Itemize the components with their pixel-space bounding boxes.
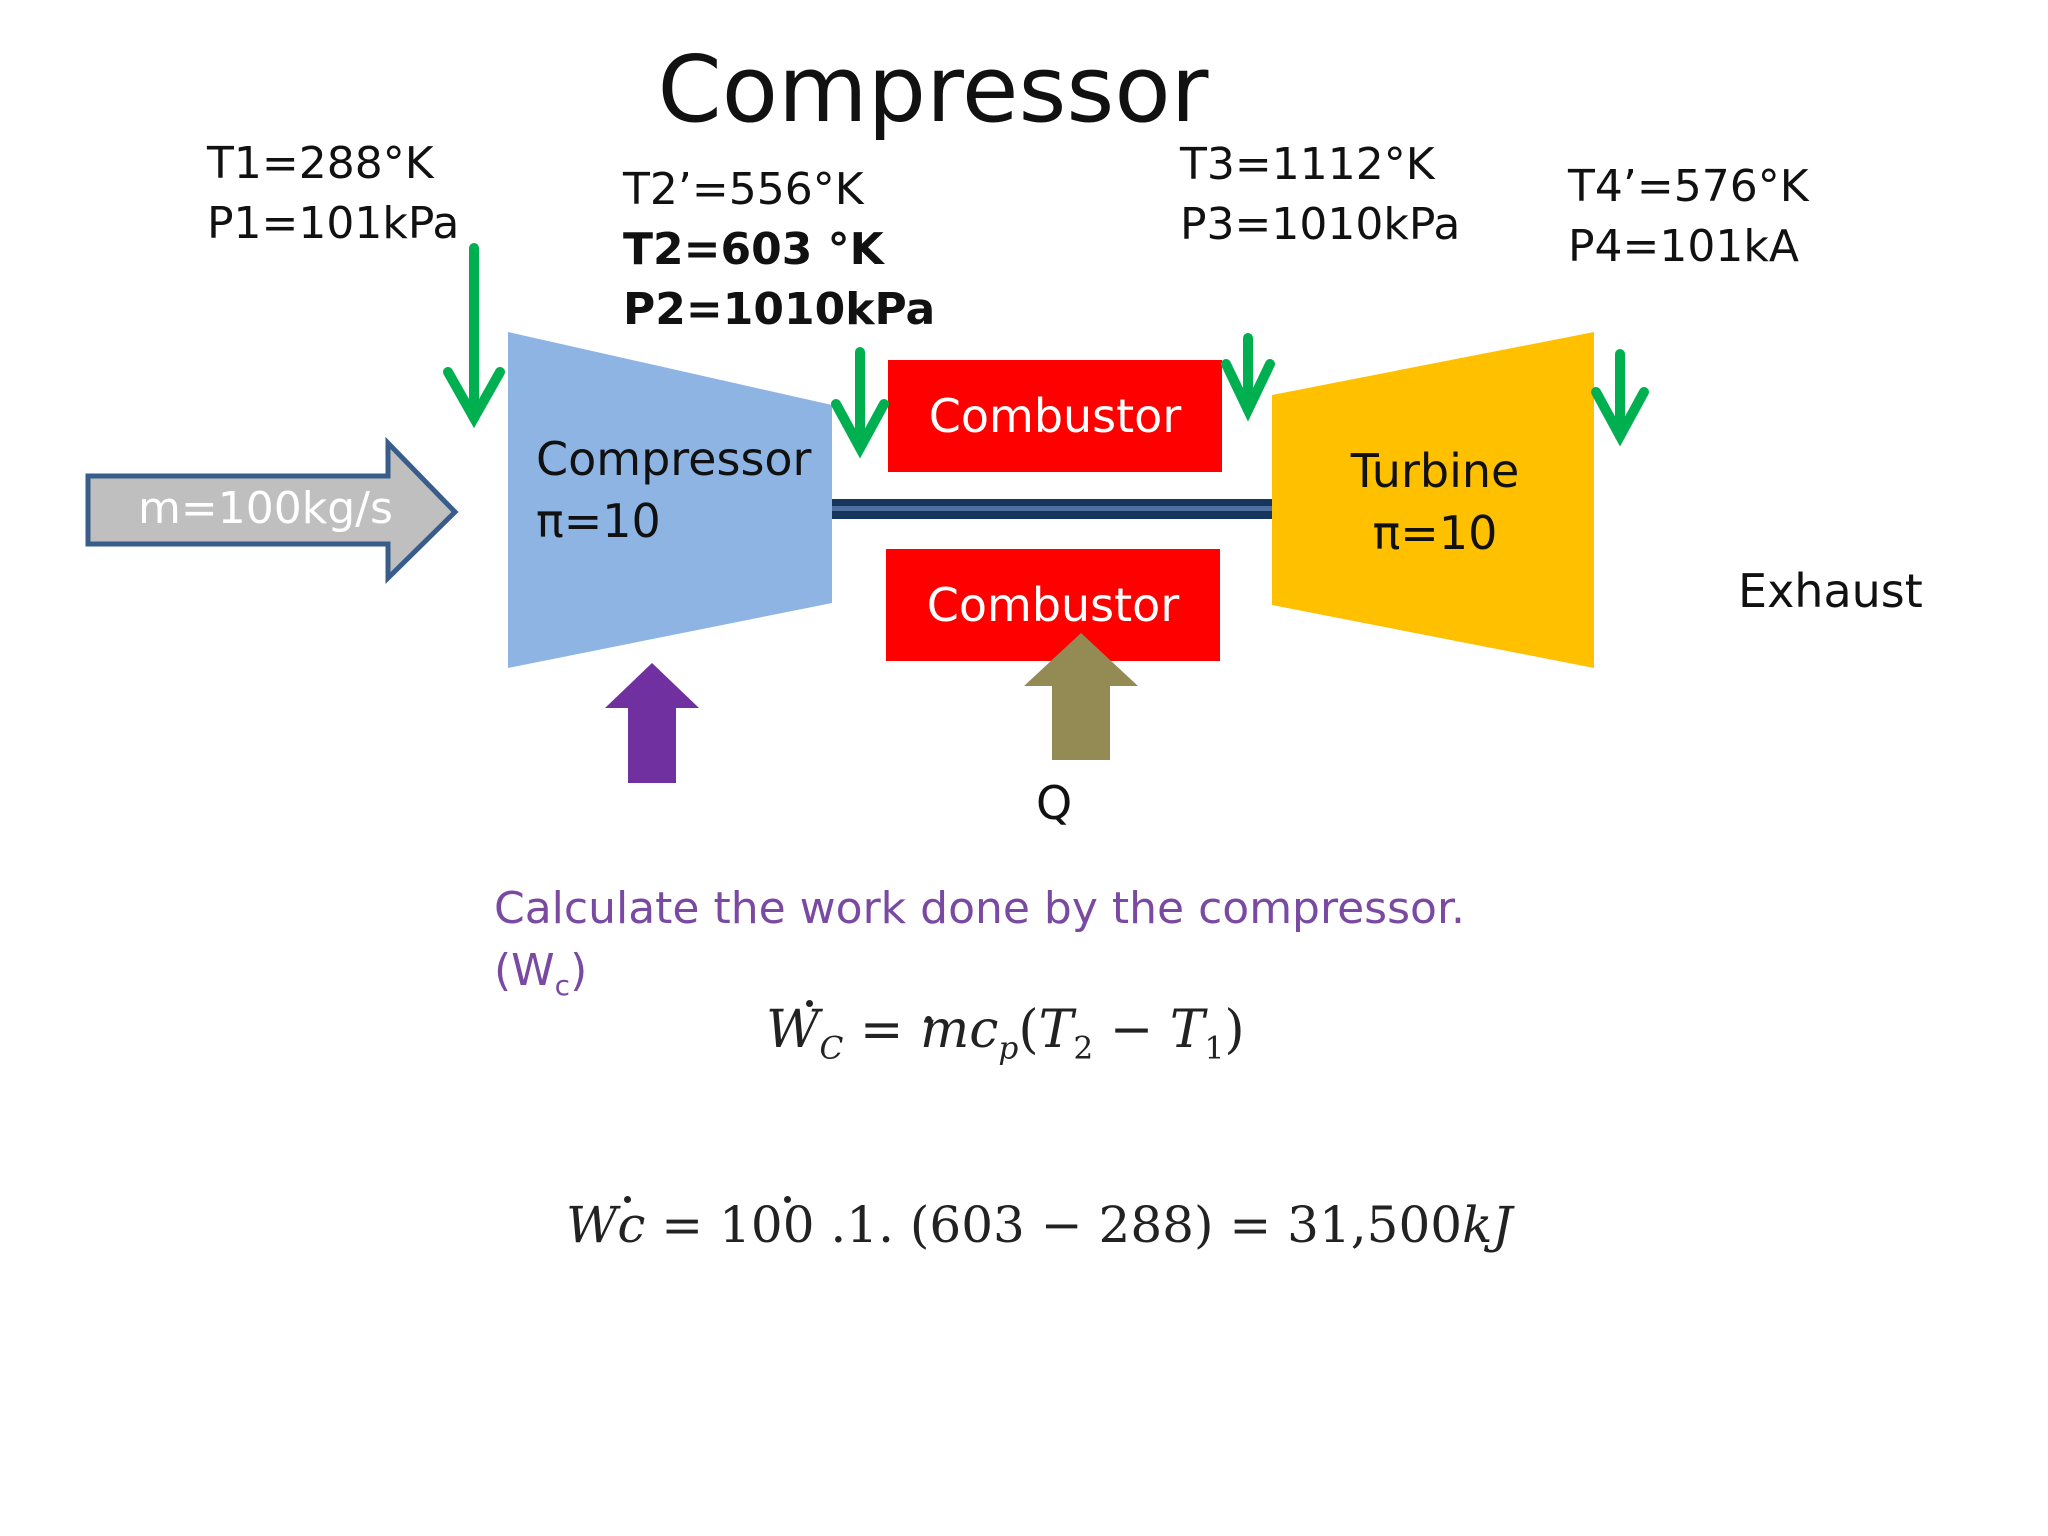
formula-lhs-sub: C (819, 1030, 844, 1067)
state-2-ideal-temperature: T2’=556°K (623, 164, 864, 215)
compressor-pressure-ratio: π=10 (536, 494, 661, 548)
inlet-flow-label: m=100kg/s (138, 483, 393, 534)
question-symbol-sub: c (554, 968, 571, 1002)
turbine-name: Turbine (1350, 444, 1520, 498)
compressor-name: Compressor (536, 432, 812, 486)
result-rhs: = 100 .1. (603 − 288) = 31,500 (645, 1196, 1463, 1254)
turbine-pressure-ratio: π=10 (1372, 506, 1498, 560)
formula-t2-sub: 2 (1073, 1030, 1094, 1067)
state-1-label: T1=288°K P1=101kPa (207, 134, 459, 254)
shaft-highlight (832, 506, 1272, 511)
heat-input-arrow (1024, 633, 1138, 760)
combustor-bottom-shape (886, 549, 1220, 661)
formula-w-dot (806, 1000, 813, 1007)
result-w-dot (624, 1196, 631, 1203)
result-unit: kJ (1462, 1196, 1513, 1254)
formula-m-dot (925, 1016, 932, 1023)
exhaust-label: Exhaust (1738, 564, 1923, 618)
formula-minus: − (1093, 1000, 1170, 1060)
state-1-pressure: P1=101kPa (207, 198, 460, 249)
compressor-shape (508, 332, 832, 668)
state-1-temperature: T1=288°K (207, 138, 434, 189)
compressor-label: Compressor π=10 (536, 428, 811, 552)
result-lhs: Wc (566, 1196, 646, 1254)
state-arrow-3 (1221, 333, 1275, 422)
state-4-ideal-temperature: T4’=576°K (1568, 161, 1809, 212)
state-3-pressure: P3=1010kPa (1180, 199, 1461, 250)
state-arrow-2 (831, 347, 889, 459)
formula-mass-flow: m (919, 1000, 970, 1060)
state-4-pressure: P4=101kA (1568, 221, 1799, 272)
formula-c: c (969, 1000, 999, 1060)
state-2-label: T2’=556°K T2=603 °K P2=1010kPa (623, 160, 935, 340)
question-symbol-open: (W (494, 945, 555, 996)
formula-c-sub: p (998, 1030, 1019, 1067)
state-2-pressure: P2=1010kPa (623, 284, 936, 335)
formula-t1: T (1169, 1000, 1205, 1060)
work-formula: WC = mcp(T2 − T1) (766, 1000, 1245, 1066)
formula-t1-sub: 1 (1204, 1030, 1225, 1067)
formula-equals: = (843, 1000, 920, 1060)
work-input-arrow (605, 663, 699, 783)
combustor-top-label: Combustor (928, 389, 1182, 443)
formula-open-paren: ( (1018, 1000, 1039, 1060)
question-symbol: (Wc) (494, 940, 1465, 1017)
work-result: Wc = 100 .1. (603 − 288) = 31,500kJ (566, 1196, 1512, 1254)
formula-lhs: W (766, 1000, 820, 1060)
question-symbol-close: ) (570, 945, 588, 996)
combustor-bottom-label: Combustor (926, 578, 1180, 632)
question-text: Calculate the work done by the compresso… (494, 878, 1465, 1017)
turbine-shape (1272, 332, 1594, 668)
state-2-temperature: T2=603 °K (623, 224, 884, 275)
combustor-top-shape (888, 360, 1222, 472)
formula-close-paren: ) (1224, 1000, 1245, 1060)
state-3-label: T3=1112°K P3=1010kPa (1180, 135, 1460, 255)
inlet-flow-arrow (85, 436, 459, 584)
slide-title: Compressor (657, 36, 1209, 143)
heat-label: Q (1036, 776, 1073, 830)
state-4-label: T4’=576°K P4=101kA (1568, 157, 1809, 277)
formula-t2: T (1038, 1000, 1074, 1060)
state-3-temperature: T3=1112°K (1180, 139, 1435, 190)
state-arrow-4 (1591, 349, 1649, 447)
state-arrow-1 (443, 243, 505, 429)
question-sentence: Calculate the work done by the compresso… (494, 883, 1465, 934)
turbine-label: Turbine π=10 (1330, 440, 1540, 564)
result-m-dot (784, 1196, 791, 1203)
